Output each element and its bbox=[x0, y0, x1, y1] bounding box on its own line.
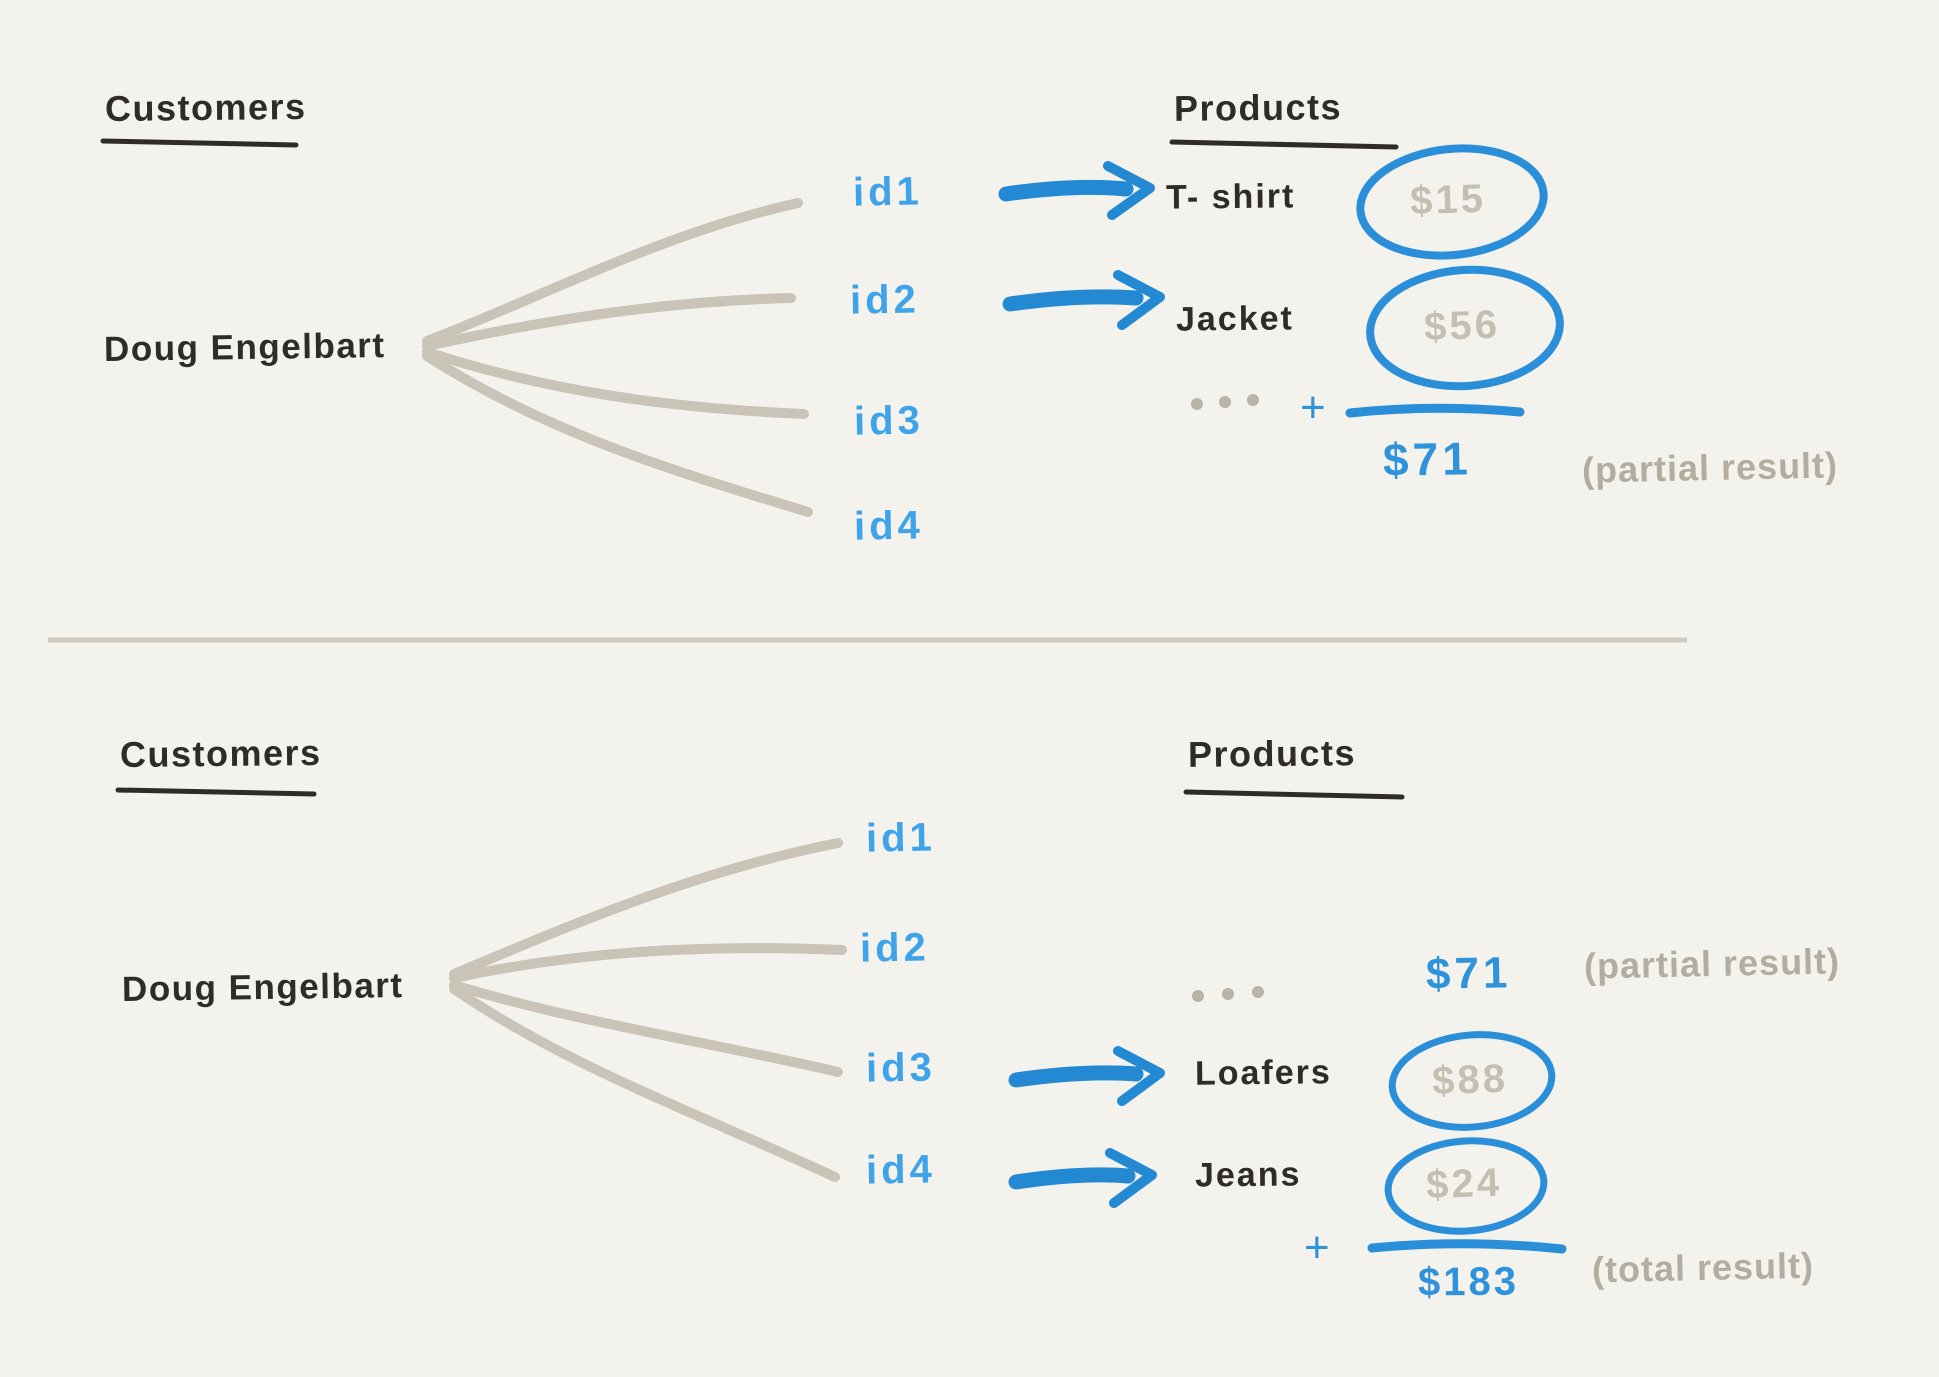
products-underline-bottom bbox=[1183, 789, 1405, 800]
arrow-id1-tshirt bbox=[998, 161, 1155, 220]
customer-node-bottom: Doug Engelbart bbox=[121, 966, 404, 1009]
customers-underline-top bbox=[100, 138, 299, 148]
product-label-jacket: Jacket bbox=[1175, 299, 1295, 339]
fan-lines-bottom bbox=[449, 838, 847, 1182]
price-value-jeans: $24 bbox=[1425, 1160, 1503, 1208]
partial-result-note-bottom: (partial result) bbox=[1583, 940, 1841, 987]
price-value-loafers: $88 bbox=[1431, 1056, 1509, 1104]
products-underline-top bbox=[1169, 139, 1399, 150]
id4-label-top: id4 bbox=[853, 503, 925, 549]
product-label-jeans: Jeans bbox=[1194, 1155, 1302, 1195]
total-result-bottom: $183 bbox=[1417, 1259, 1520, 1305]
sum-line-bottom bbox=[1367, 1239, 1567, 1254]
customers-underline-bottom bbox=[115, 787, 317, 797]
plus-sign-top: + bbox=[1300, 383, 1326, 432]
id2-label-top: id2 bbox=[849, 277, 921, 323]
products-heading-top: Products bbox=[1173, 86, 1343, 129]
id1-label-bottom: id1 bbox=[865, 815, 937, 861]
partial-result-note-top: (partial result) bbox=[1581, 444, 1839, 491]
price-value-tshirt: $15 bbox=[1409, 176, 1487, 224]
id3-label-top: id3 bbox=[853, 398, 925, 444]
price-value-jacket: $56 bbox=[1423, 302, 1501, 350]
customers-heading-top: Customers bbox=[104, 85, 307, 130]
arrow-id3-loafers bbox=[1008, 1046, 1165, 1106]
customer-node-top: Doug Engelbart bbox=[103, 326, 386, 369]
id4-label-bottom: id4 bbox=[865, 1147, 937, 1193]
arrow-id4-jeans bbox=[1008, 1148, 1157, 1208]
plus-sign-bottom: + bbox=[1304, 1223, 1330, 1272]
id2-label-bottom: id2 bbox=[859, 925, 931, 971]
products-heading-bottom: Products bbox=[1187, 732, 1357, 775]
carried-partial-bottom: $71 bbox=[1425, 948, 1512, 999]
total-result-note-bottom: (total result) bbox=[1591, 1244, 1815, 1291]
product-label-loafers: Loafers bbox=[1194, 1053, 1333, 1093]
ellipsis-dots-top bbox=[1191, 394, 1259, 410]
fan-lines-top bbox=[422, 198, 813, 517]
id3-label-bottom: id3 bbox=[865, 1045, 937, 1091]
id1-label-top: id1 bbox=[852, 169, 924, 215]
arrow-id2-jacket bbox=[1002, 270, 1165, 330]
ellipsis-dots-bottom bbox=[1192, 986, 1264, 1002]
product-label-tshirt: T- shirt bbox=[1165, 177, 1296, 217]
customers-heading-bottom: Customers bbox=[119, 731, 322, 776]
sum-line-top bbox=[1345, 403, 1525, 418]
partial-total-top: $71 bbox=[1382, 432, 1473, 486]
